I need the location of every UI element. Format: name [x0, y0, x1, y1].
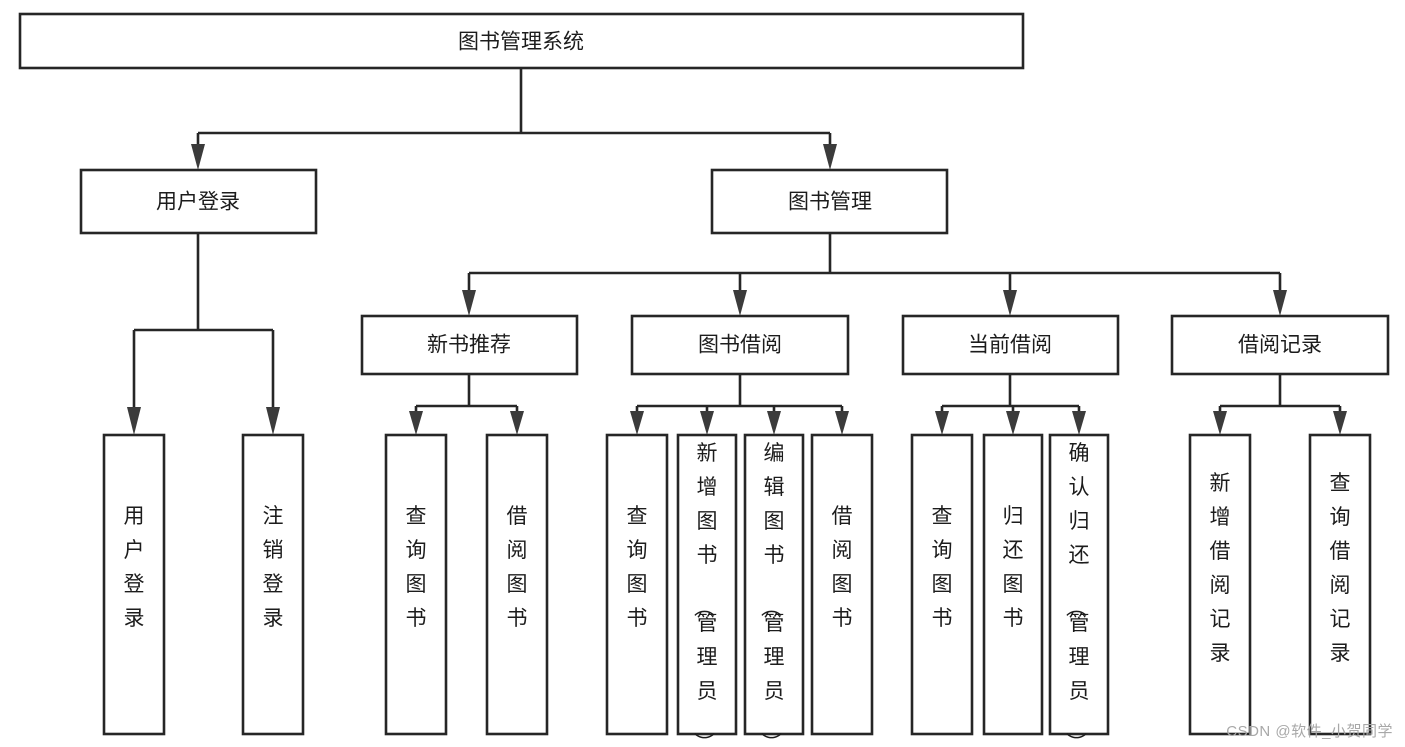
node-leaf12-box[interactable]	[1188, 433, 1252, 736]
node-bookmgmt-label: 图书管理	[788, 191, 872, 214]
node-leaf2-box[interactable]	[241, 433, 305, 736]
node-leaf9[interactable]: 查询图书	[910, 433, 974, 736]
node-leaf12[interactable]: 新增借阅记录	[1188, 433, 1252, 736]
node-current-box[interactable]	[901, 314, 1120, 376]
node-leaf5[interactable]: 查询图书	[605, 433, 669, 736]
node-root[interactable]: 图书管理系统	[18, 12, 1025, 70]
node-current-label: 当前借阅	[968, 334, 1052, 357]
arrowhead-borrow	[733, 290, 747, 316]
node-newbook-box[interactable]	[360, 314, 579, 376]
arrowhead-leaf4	[510, 411, 524, 435]
node-bookmgmt-box[interactable]	[710, 168, 949, 235]
node-newbook[interactable]: 新书推荐	[360, 314, 579, 376]
arrowhead-leaf10	[1006, 411, 1020, 435]
node-leaf1-label: 用户登录	[124, 505, 145, 630]
node-leaf10[interactable]: 归还图书	[982, 433, 1044, 736]
arrowhead-leaf7	[767, 411, 781, 435]
node-leaf2-label: 注销登录	[263, 505, 284, 630]
node-leaf11-label: 确认归还（管理员）	[1064, 442, 1090, 747]
arrowhead-leaf13	[1333, 411, 1347, 435]
arrowhead-leaf5	[630, 411, 644, 435]
node-leaf8-box[interactable]	[810, 433, 874, 736]
arrowhead-leaf11	[1072, 411, 1086, 435]
arrowhead-bookmgmt	[823, 144, 837, 170]
node-current[interactable]: 当前借阅	[901, 314, 1120, 376]
node-leaf4-box[interactable]	[485, 433, 549, 736]
node-leaf11[interactable]: 确认归还（管理员）	[1048, 433, 1110, 747]
node-login-box[interactable]	[79, 168, 318, 235]
node-leaf4-label: 借阅图书	[507, 505, 528, 630]
node-leaf8-label: 借阅图书	[832, 505, 853, 630]
node-login[interactable]: 用户登录	[79, 168, 318, 235]
arrowhead-leaf8	[835, 411, 849, 435]
node-leaf1[interactable]: 用户登录	[102, 433, 166, 736]
node-records-label: 借阅记录	[1238, 334, 1322, 357]
node-leaf4[interactable]: 借阅图书	[485, 433, 549, 736]
node-leaf9-box[interactable]	[910, 433, 974, 736]
node-borrow-box[interactable]	[630, 314, 850, 376]
node-borrow-label: 图书借阅	[698, 334, 782, 357]
node-newbook-label: 新书推荐	[427, 334, 511, 357]
node-login-label: 用户登录	[156, 191, 240, 214]
arrowhead-leaf2	[266, 407, 280, 435]
node-leaf7-box[interactable]	[743, 433, 805, 736]
node-leaf6[interactable]: 新增图书（管理员）	[676, 433, 738, 747]
node-leaf3-box[interactable]	[384, 433, 448, 736]
csdn-watermark: CSDN @软件_小贺同学	[1226, 723, 1393, 740]
node-records-box[interactable]	[1170, 314, 1390, 376]
node-leaf7[interactable]: 编辑图书（管理员）	[743, 433, 805, 747]
node-leaf3-label: 查询图书	[406, 505, 427, 630]
node-leaf7-label: 编辑图书（管理员）	[759, 442, 785, 747]
node-leaf6-box[interactable]	[676, 433, 738, 736]
connector-layer	[127, 68, 1347, 435]
node-root-label: 图书管理系统	[458, 31, 584, 54]
node-leaf9-label: 查询图书	[932, 505, 953, 630]
node-leaf10-label: 归还图书	[1003, 505, 1024, 630]
arrowhead-leaf9	[935, 411, 949, 435]
arrowhead-leaf3	[409, 411, 423, 435]
node-leaf2[interactable]: 注销登录	[241, 433, 305, 736]
node-leaf1-box[interactable]	[102, 433, 166, 736]
arrowhead-records	[1273, 290, 1287, 316]
arrowhead-leaf12	[1213, 411, 1227, 435]
node-records[interactable]: 借阅记录	[1170, 314, 1390, 376]
node-root-box[interactable]	[18, 12, 1025, 70]
node-bookmgmt[interactable]: 图书管理	[710, 168, 949, 235]
node-leaf5-box[interactable]	[605, 433, 669, 736]
arrowhead-newbook	[462, 290, 476, 316]
node-leaf6-label: 新增图书（管理员）	[692, 442, 718, 747]
arrowhead-leaf1	[127, 407, 141, 435]
node-leaf3[interactable]: 查询图书	[384, 433, 448, 736]
node-leaf13-box[interactable]	[1308, 433, 1372, 736]
arrowhead-leaf6	[700, 411, 714, 435]
node-leaf5-label: 查询图书	[627, 505, 648, 630]
node-leaf12-label: 新增借阅记录	[1210, 472, 1231, 665]
node-leaf11-box[interactable]	[1048, 433, 1110, 736]
node-leaf8[interactable]: 借阅图书	[810, 433, 874, 736]
node-leaf13[interactable]: 查询借阅记录	[1308, 433, 1372, 736]
node-leaf10-box[interactable]	[982, 433, 1044, 736]
node-leaf13-label: 查询借阅记录	[1330, 472, 1351, 665]
arrowhead-login	[191, 144, 205, 170]
arrowhead-current	[1003, 290, 1017, 316]
node-borrow[interactable]: 图书借阅	[630, 314, 850, 376]
